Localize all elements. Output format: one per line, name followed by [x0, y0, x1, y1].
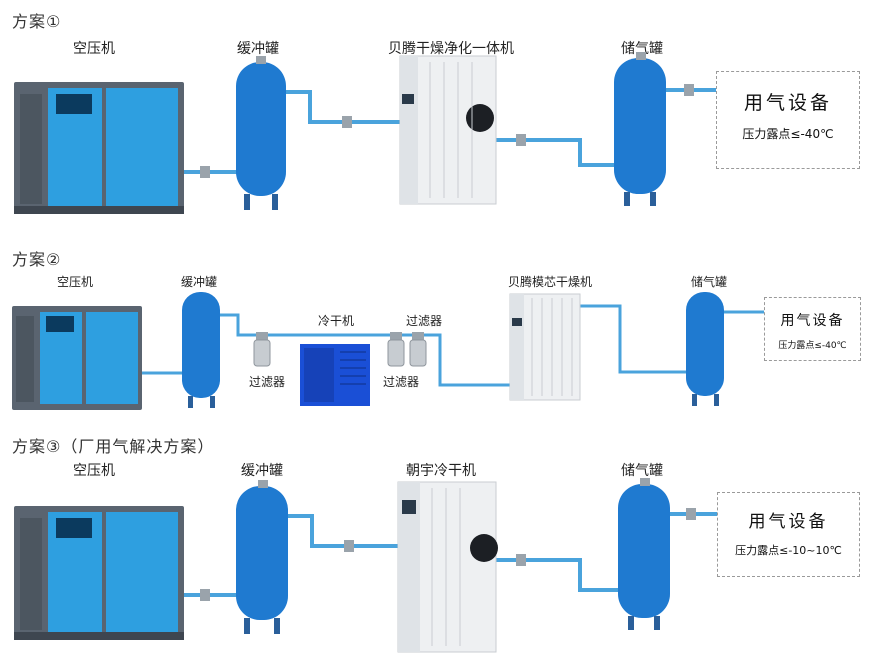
scheme-3-destination: 用气设备 压力露点≤-10~10℃	[717, 492, 860, 577]
scheme-3-storage-tank-label: 储气罐	[621, 463, 663, 479]
scheme-1-destination: 用气设备 压力露点≤-40℃	[716, 71, 860, 169]
scheme-2-filter-b-label: 过滤器	[406, 314, 443, 328]
scheme-2-storage-tank-icon	[686, 292, 724, 406]
scheme-2-compressor-label: 空压机	[57, 275, 94, 289]
scheme-2-buffer-tank-label: 缓冲罐	[181, 275, 218, 289]
scheme-2-diagram	[12, 292, 768, 410]
scheme-1-diagram	[14, 52, 722, 214]
scheme-1-title: 方案①	[12, 12, 62, 31]
scheme-3-dest-sub: 压力露点≤-10~10℃	[735, 544, 842, 557]
scheme-2-fridge-dryer-icon	[300, 344, 370, 406]
scheme-3-dryer-icon	[397, 481, 498, 653]
scheme-2-title: 方案②	[12, 250, 62, 269]
scheme-3-compressor-label: 空压机	[73, 463, 115, 479]
scheme-2-filter-a-label: 过滤器	[249, 375, 286, 389]
scheme-2-filter-a-icon	[253, 332, 271, 367]
scheme-1-dest-title: 用气设备	[743, 92, 832, 114]
scheme-3-buffer-tank-label: 缓冲罐	[241, 463, 283, 479]
scheme-1-buffer-tank-label: 缓冲罐	[237, 41, 279, 57]
scheme-2-filter-c-icon	[387, 332, 405, 367]
scheme-2-destination: 用气设备 压力露点≤-40℃	[764, 297, 861, 361]
scheme-2-filter-b-icon	[409, 332, 427, 367]
scheme-2-filter-c-label: 过滤器	[383, 375, 420, 389]
scheme-2-dest-title: 用气设备	[780, 313, 845, 329]
scheme-3-diagram	[14, 478, 722, 653]
scheme-1-storage-tank-label: 储气罐	[621, 41, 663, 57]
scheme-3-title: 方案③（厂用气解决方案）	[12, 437, 215, 456]
scheme-2-membrane-dryer-icon	[509, 293, 581, 401]
scheme-3-dryer-label: 朝宇冷干机	[406, 463, 476, 479]
scheme-2-storage-tank-label: 储气罐	[691, 275, 728, 289]
scheme-2-membrane-dryer-label: 贝腾模芯干燥机	[508, 275, 593, 289]
scheme-1-compressor-label: 空压机	[73, 41, 115, 57]
scheme-1-buffer-tank-icon	[236, 56, 286, 210]
scheme-2-compressor-icon	[12, 306, 142, 410]
scheme-3-storage-tank-icon	[618, 478, 670, 630]
scheme-3-compressor-icon	[14, 506, 184, 640]
scheme-1-compressor-icon	[14, 82, 184, 214]
scheme-1-dryer-label: 贝腾干燥净化一体机	[388, 41, 514, 57]
scheme-3-dest-title: 用气设备	[748, 512, 829, 532]
scheme-2-cold-dryer-label: 冷干机	[318, 314, 355, 328]
scheme-1-dryer-icon	[399, 55, 497, 205]
scheme-2-buffer-tank-icon	[182, 292, 220, 408]
scheme-1-storage-tank-icon	[614, 52, 666, 206]
scheme-2-pipes	[142, 304, 768, 387]
scheme-3-buffer-tank-icon	[236, 480, 288, 634]
scheme-2-dest-sub: 压力露点≤-40℃	[778, 341, 847, 351]
scheme-1-dest-sub: 压力露点≤-40℃	[742, 127, 834, 141]
